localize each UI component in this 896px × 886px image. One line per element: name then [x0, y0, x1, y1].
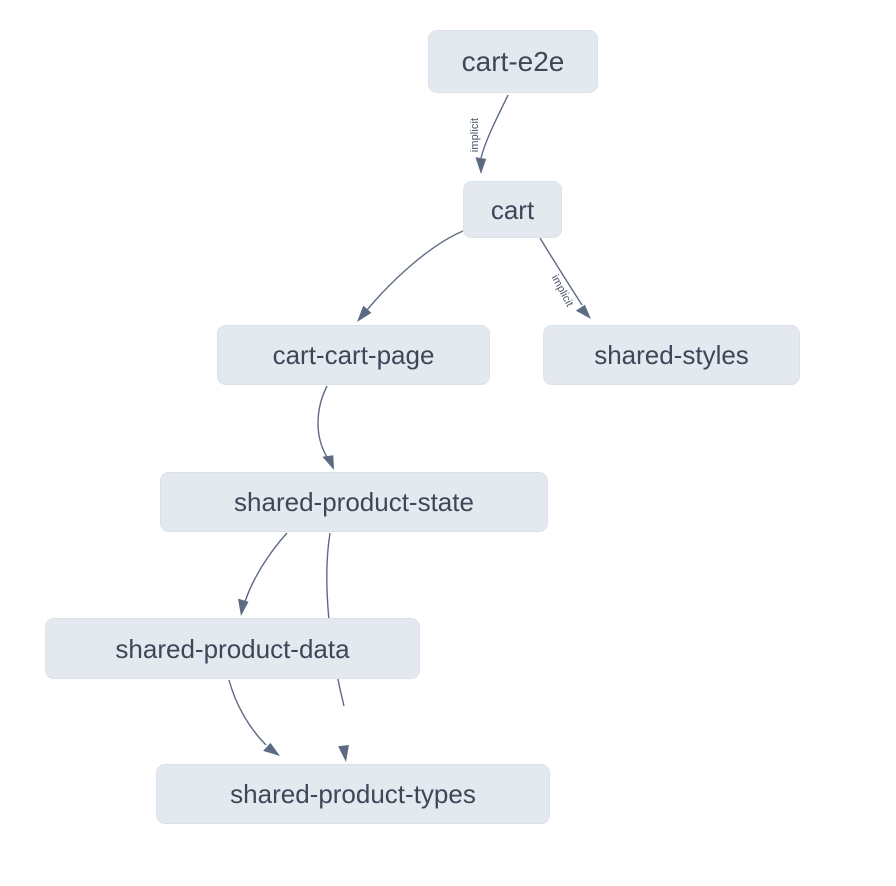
node-label: cart [490, 194, 535, 225]
node-label: cart-e2e [461, 45, 565, 77]
node-shared-product-state[interactable]: shared-product-state [160, 472, 548, 532]
edge-line [244, 532, 288, 603]
node-label: shared-product-types [230, 779, 476, 809]
arrowhead-icon [263, 742, 280, 756]
edge-line [480, 94, 509, 159]
node-label: cart-cart-page [272, 340, 435, 370]
node-shared-styles[interactable]: shared-styles [543, 325, 800, 385]
node-label: shared-styles [594, 340, 749, 370]
node-cart-e2e[interactable]: cart-e2e [428, 30, 598, 93]
edge-cart-e2e-to-cart: implicit [469, 94, 509, 174]
edge-cart-to-cart-cart-page [357, 230, 464, 322]
arrowhead-icon [238, 598, 249, 616]
node-cart[interactable]: cart [463, 181, 562, 238]
arrowhead-icon [575, 304, 591, 319]
arrowhead-icon [475, 157, 487, 174]
node-shared-product-types[interactable]: shared-product-types [156, 764, 550, 824]
edge-cart-cart-page-to-shared-product-state [317, 385, 334, 470]
edge-line [228, 679, 267, 746]
arrowhead-icon [322, 455, 334, 470]
node-shared-product-data[interactable]: shared-product-data [45, 618, 420, 679]
edge-label-implicit-1: implicit [469, 118, 481, 152]
arrowhead-icon [357, 305, 372, 322]
edge-label-implicit-2: implicit [549, 273, 576, 309]
edge-cart-to-shared-styles: implicit [539, 237, 591, 319]
edge-line [366, 230, 464, 311]
node-label: shared-product-state [234, 487, 474, 517]
edge-shared-product-state-to-shared-product-data [238, 532, 288, 616]
edge-line [539, 237, 583, 306]
node-cart-cart-page[interactable]: cart-cart-page [217, 325, 490, 385]
arrowhead-icon [338, 745, 349, 762]
node-label: shared-product-data [115, 633, 350, 664]
edge-line [317, 385, 328, 458]
edge-shared-product-data-to-shared-product-types [228, 679, 280, 756]
